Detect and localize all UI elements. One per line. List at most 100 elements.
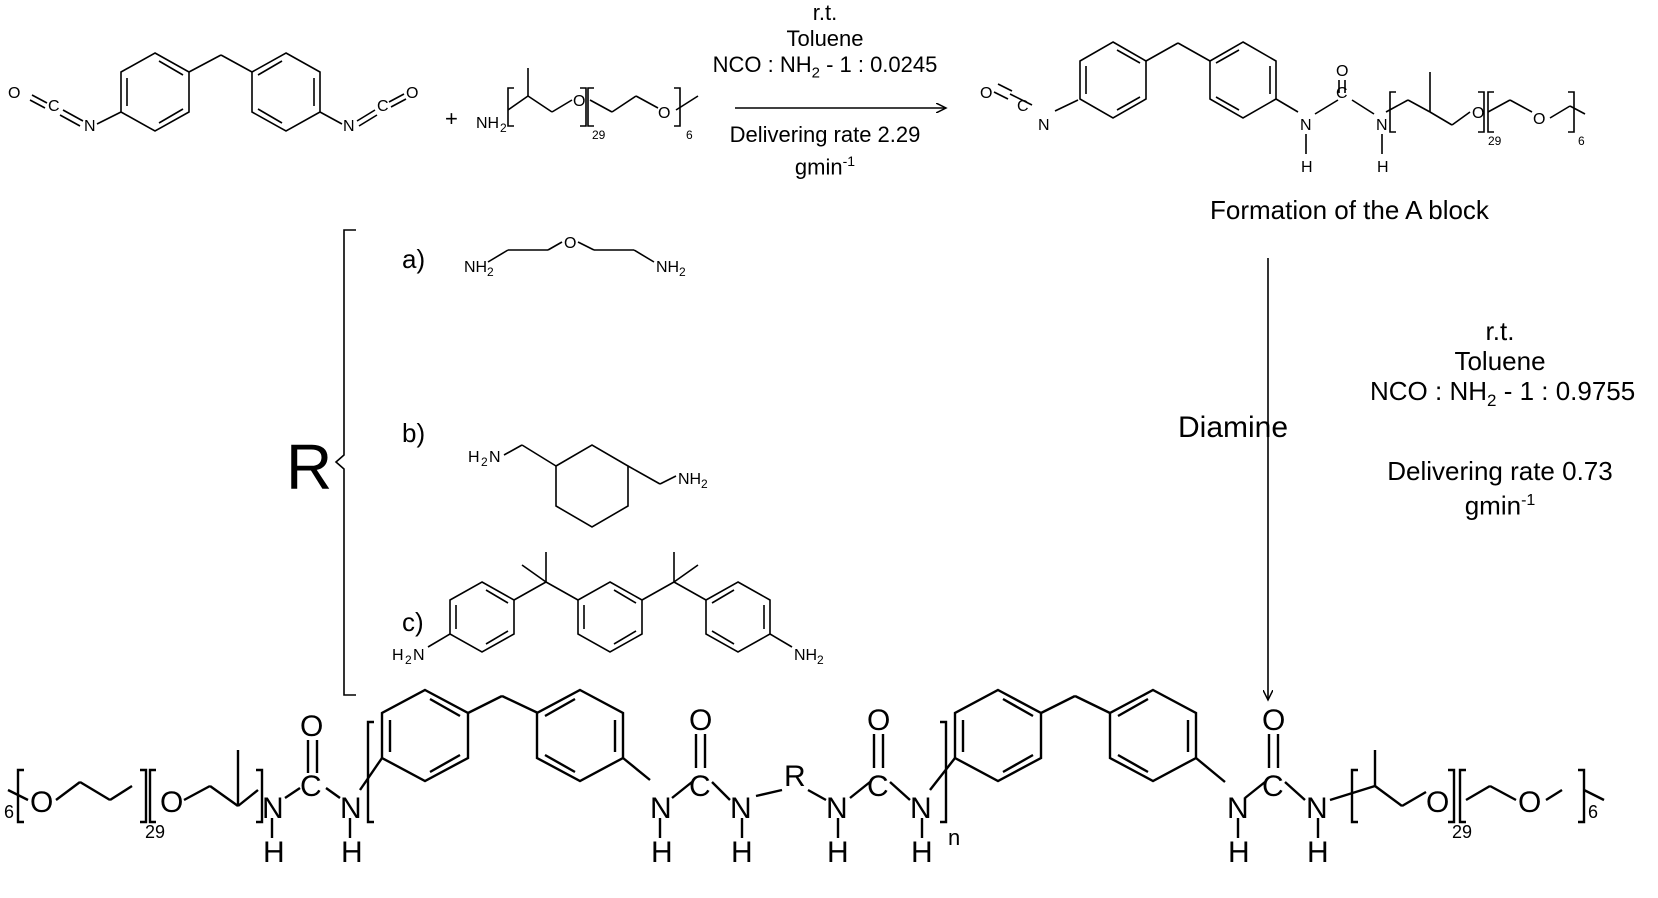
fp-n-repeat: n — [948, 825, 960, 850]
ra-nh-right: NH — [656, 259, 679, 276]
rc-h2n-h: H — [392, 647, 404, 664]
pa-n1: N — [1300, 117, 1312, 134]
pa-o: O — [980, 85, 992, 102]
step1-rate-line2: gmin-1 — [794, 153, 856, 180]
pa-n: N — [1038, 117, 1050, 134]
fp-h7: H — [1228, 836, 1250, 869]
fp-n6-left: 6 — [4, 802, 14, 822]
fp-n8: N — [1306, 792, 1328, 825]
fp-n3: N — [650, 792, 672, 825]
fp-h2: H — [341, 836, 363, 869]
fp-n6-right: 6 — [1588, 802, 1598, 822]
plus-sign: + — [445, 106, 458, 131]
step1-rate: Delivering rate 2.29 gmin-1 — [700, 122, 950, 180]
mdi-c-left: C — [48, 98, 60, 115]
mdi-o-right: O — [406, 85, 418, 102]
step1-conditions: r.t. Toluene NCO : NH2 - 1 : 0.0245 — [700, 0, 950, 86]
r-option-c-label: c) — [402, 607, 424, 637]
r-option-a-molecule — [487, 241, 655, 263]
fp-c1: C — [300, 770, 322, 803]
rc-h2n-sub: 2 — [405, 653, 412, 667]
fp-o7: O — [1426, 786, 1449, 819]
rc-h2n-n: N — [413, 647, 425, 664]
fp-c4: C — [1262, 770, 1284, 803]
step1-rate-line1: Delivering rate 2.29 — [729, 122, 921, 147]
step2-ratio: NCO : NH2 - 1 : 0.9755 — [1370, 376, 1636, 411]
ra-o: O — [564, 235, 576, 252]
jeff-o2: O — [658, 105, 670, 122]
fp-o6: O — [1262, 704, 1285, 737]
step1-solvent: Toluene — [786, 26, 864, 51]
r-option-c-molecule — [427, 552, 793, 653]
mdi-n-right: N — [343, 118, 355, 135]
fp-n5: N — [826, 792, 848, 825]
fp-n29-right: 29 — [1452, 822, 1472, 842]
fp-o3: O — [300, 710, 323, 743]
step2-rate-line1: Delivering rate 0.73 — [1387, 456, 1613, 486]
jeffamine-molecule — [507, 68, 699, 127]
product-a-label: Formation of the A block — [1210, 195, 1489, 225]
step2-conditions: r.t. Toluene NCO : NH2 - 1 : 0.9755 — [1370, 316, 1636, 416]
rb-nh-right: NH — [678, 471, 701, 488]
fp-n7: N — [1227, 792, 1249, 825]
pa-h1: H — [1301, 159, 1313, 176]
mdi-molecule — [29, 52, 407, 132]
rb-h2n-n: N — [489, 449, 501, 466]
r-group-brace — [334, 229, 356, 696]
jeff-o1: O — [573, 93, 585, 110]
step1-temperature: r.t. — [812, 0, 838, 25]
fp-n29-left: 29 — [145, 822, 165, 842]
rc-nh-right: NH — [794, 647, 817, 664]
step2-rate-line2: gmin-1 — [1464, 490, 1536, 521]
pa-c-urea: C — [1336, 85, 1348, 102]
pa-o2: O — [1533, 111, 1545, 128]
step1-ratio: NCO : NH2 - 1 : 0.0245 — [712, 52, 938, 82]
step2-temperature: r.t. — [1485, 316, 1515, 346]
r-option-b-molecule — [503, 444, 677, 528]
ra-nh-left-sub: 2 — [487, 265, 494, 279]
fp-n1: N — [262, 792, 284, 825]
fp-r: R — [784, 760, 806, 793]
r-option-a-label: a) — [402, 244, 426, 274]
pa-c: C — [1017, 98, 1029, 115]
fp-h1: H — [263, 836, 285, 869]
fp-h3: H — [651, 836, 673, 869]
ra-nh-left: NH — [464, 259, 487, 276]
rb-h2n-sub: 2 — [481, 455, 488, 469]
fp-n6: N — [910, 792, 932, 825]
pa-o-urea: O — [1336, 63, 1348, 80]
fp-o8: O — [1518, 786, 1541, 819]
pa-h2: H — [1377, 159, 1389, 176]
r-group-symbol: R — [286, 431, 333, 503]
mdi-o-left: O — [8, 85, 20, 102]
jeff-nh: NH — [476, 115, 499, 132]
pa-n2: N — [1376, 117, 1388, 134]
pa-o1: O — [1472, 105, 1484, 122]
fp-o5: O — [867, 704, 890, 737]
jeff-n29: 29 — [592, 128, 606, 142]
r-option-b-label: b) — [402, 418, 426, 448]
jeff-n6: 6 — [686, 128, 693, 142]
rb-h2n-h: H — [468, 449, 480, 466]
step2-solvent: Toluene — [1454, 346, 1546, 376]
rc-nh-right-sub: 2 — [817, 653, 824, 667]
fp-o1: O — [30, 786, 53, 819]
mdi-c-right: C — [377, 98, 389, 115]
fp-n4: N — [730, 792, 752, 825]
fp-h4: H — [731, 836, 753, 869]
fp-o4: O — [689, 704, 712, 737]
step2-reagent: Diamine — [1178, 411, 1289, 444]
ra-nh-right-sub: 2 — [679, 265, 686, 279]
final-polymer-molecule — [7, 688, 1605, 838]
fp-h5: H — [827, 836, 849, 869]
step2-rate: Delivering rate 0.73 gmin-1 — [1370, 456, 1630, 521]
fp-o2: O — [160, 786, 183, 819]
pa-n29: 29 — [1488, 134, 1502, 148]
fp-c2: C — [689, 770, 711, 803]
product-a-molecule — [993, 41, 1586, 133]
mdi-n-left: N — [84, 118, 96, 135]
fp-c3: C — [867, 770, 889, 803]
pa-n6: 6 — [1578, 134, 1585, 148]
rb-nh-right-sub: 2 — [701, 477, 708, 491]
